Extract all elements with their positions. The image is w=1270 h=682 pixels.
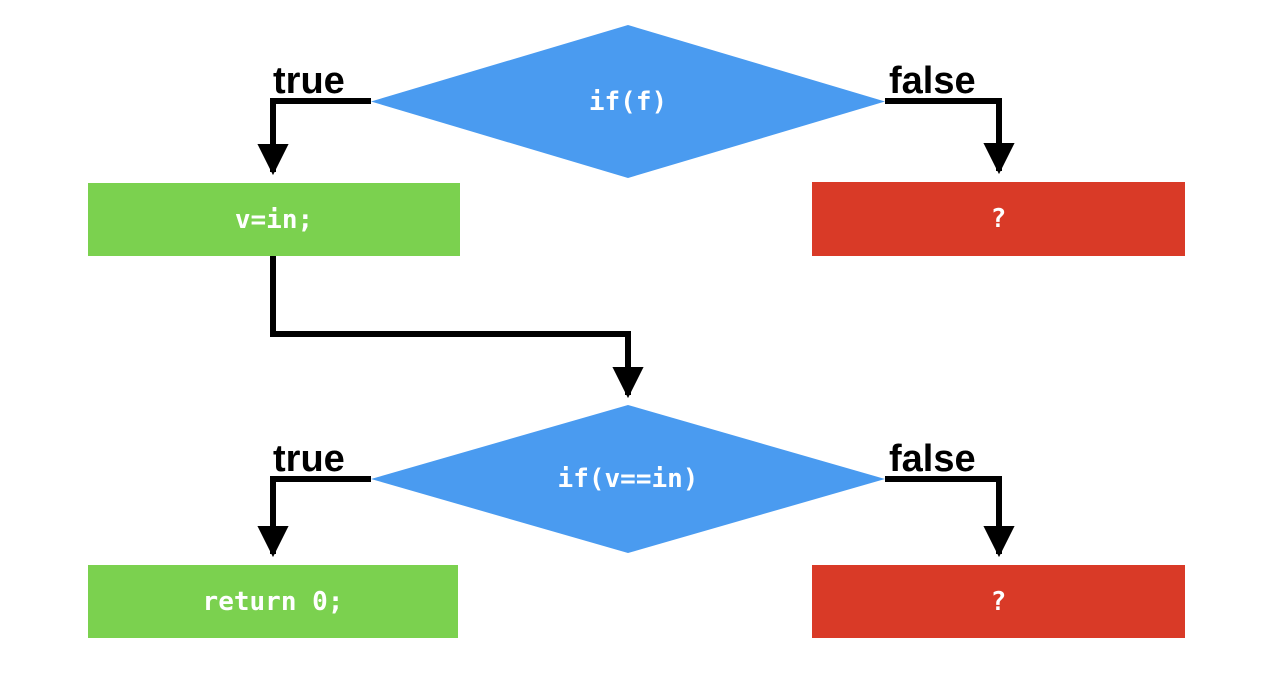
diamond-shape	[371, 405, 885, 553]
decision-if-f[interactable]: if(f)	[371, 25, 885, 178]
process-unknown-bottom-label: ?	[990, 586, 1007, 617]
process-unknown-top-label: ?	[990, 204, 1007, 234]
edge-assign-to-if-v-eq-in	[270, 256, 644, 399]
decision-if-v-eq-in-label: if(v==in)	[557, 464, 699, 494]
decision-if-v-eq-in[interactable]: if(v==in)	[371, 405, 885, 553]
edge-if-f-true	[257, 98, 371, 176]
process-unknown-bottom[interactable]: ?	[812, 565, 1185, 638]
edge-label-if-f-false: false	[889, 60, 976, 102]
process-return-zero-label: return 0;	[202, 586, 344, 617]
edge-label-if-v-eq-in-true: true	[273, 438, 345, 480]
edge-label-if-v-eq-in-false: false	[889, 438, 976, 480]
process-unknown-top[interactable]: ?	[812, 182, 1185, 256]
edge-if-f-false	[885, 98, 1015, 175]
diamond-shape	[371, 25, 885, 178]
process-assign-v-in[interactable]: v=in;	[88, 183, 460, 256]
edge-label-if-f-true: true	[273, 60, 345, 102]
process-return-zero[interactable]: return 0;	[88, 565, 458, 638]
edge-if-v-eq-in-false	[885, 476, 1015, 558]
process-assign-v-in-label: v=in;	[234, 204, 314, 235]
edge-if-v-eq-in-true	[257, 476, 371, 558]
decision-if-f-label: if(f)	[588, 86, 668, 117]
